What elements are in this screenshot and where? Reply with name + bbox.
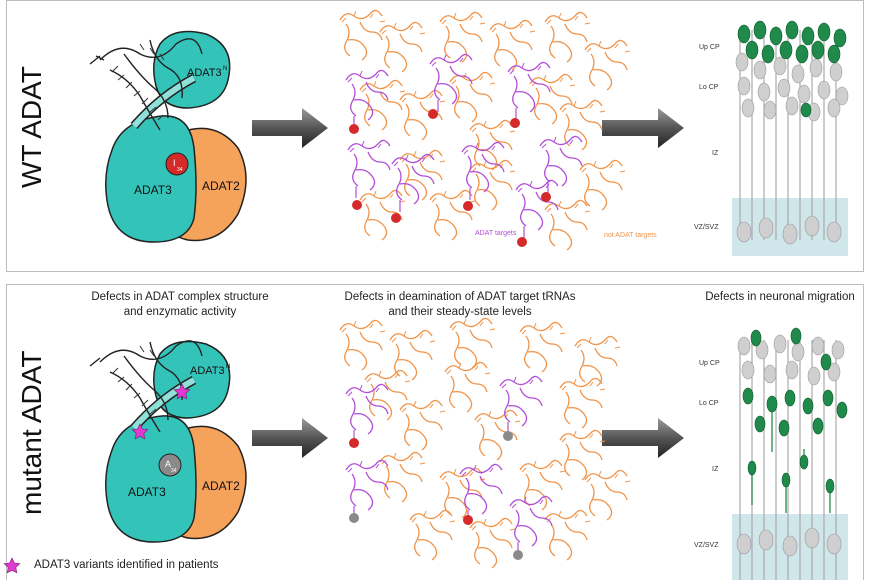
footnote: ADAT3 variants identified in patients [16,559,219,571]
wt-arrow-2 [602,108,684,148]
mutant-variant-star-1 [173,383,191,400]
wt-adat2-label: ADAT2 [202,179,240,193]
mutant-cortex [732,327,848,580]
mutant-layer-vz-svz: VZ/SVZ [694,542,719,549]
mutant-trna-structure [89,340,203,433]
mutant-adat3n-label: ADAT3 [190,365,225,377]
migration-caption: Defects in neuronal migration [705,291,855,303]
mutant-adenosine-base [158,453,182,477]
structure-caption-line2: and enzymatic activity [123,306,237,318]
deamination-caption-line1: Defects in deamination of ADAT target tR… [344,291,576,303]
wt-trna-field [339,9,631,251]
mutant-green-neurons [742,327,848,494]
wt-adat3n-label: ADAT3 [187,67,222,79]
mutant-adat3-label: ADAT3 [128,485,166,499]
adat-targets-label: ADAT targets [475,230,517,237]
mutant-base-letter: A [165,459,171,469]
mutant-adat2-label: ADAT2 [202,479,240,493]
mutant-base-sub: 34 [171,468,177,474]
wt-arrow-1 [252,108,328,148]
mutant-adat-complex: A 34 ADAT3 N ADAT3 ADAT2 [89,340,247,543]
footnote-text: ADAT3 variants identified in patients [34,559,219,571]
mutant-layer-iz: IZ [712,466,719,473]
mutant-trna-field [339,317,631,569]
structure-caption-line1: Defects in ADAT complex structure [91,291,269,303]
wt-adat-complex: I 34 ADAT3 N ADAT3 ADAT2 [89,30,247,243]
mutant-layer-lo-cp: Lo CP [699,400,719,407]
not-adat-targets-label: not ADAT targets [604,232,657,239]
deamination-caption: Defects in deamination of ADAT target tR… [340,290,580,320]
mutant-arrow-2 [602,418,684,458]
wt-trna-structure [89,38,203,131]
wt-adat3-domain [105,115,197,243]
mutant-grey-neurons [736,334,845,557]
deamination-caption-line2: and their steady-state levels [388,306,532,318]
wt-cortex [732,20,849,256]
wt-base-letter: I [173,158,176,168]
wt-base-sub: 34 [177,167,183,173]
wt-inosine-markers [349,109,551,247]
mutant-adat3n-sup: N [226,364,230,370]
footnote-star-icon [3,557,21,574]
wt-green-neurons [737,20,847,118]
mutant-arrow-1 [252,418,328,458]
structure-caption: Defects in ADAT complex structure and en… [80,290,280,320]
mutant-migrating-processes [751,412,831,513]
wt-layer-iz: IZ [712,150,719,157]
wt-layer-lo-cp: Lo CP [699,84,719,91]
wt-adat3-label: ADAT3 [134,183,172,197]
wt-layer-vz-svz: VZ/SVZ [694,224,719,231]
mutant-adat3-domain [105,415,197,543]
wt-grey-neurons [735,52,849,245]
wt-adat3n-sup: N [223,66,227,72]
mutant-variant-star-2 [131,423,149,440]
wt-layer-up-cp: Up CP [699,44,720,51]
mutant-layer-up-cp: Up CP [699,360,720,367]
wt-inosine-base [165,152,189,176]
mutant-base-markers [349,431,523,560]
